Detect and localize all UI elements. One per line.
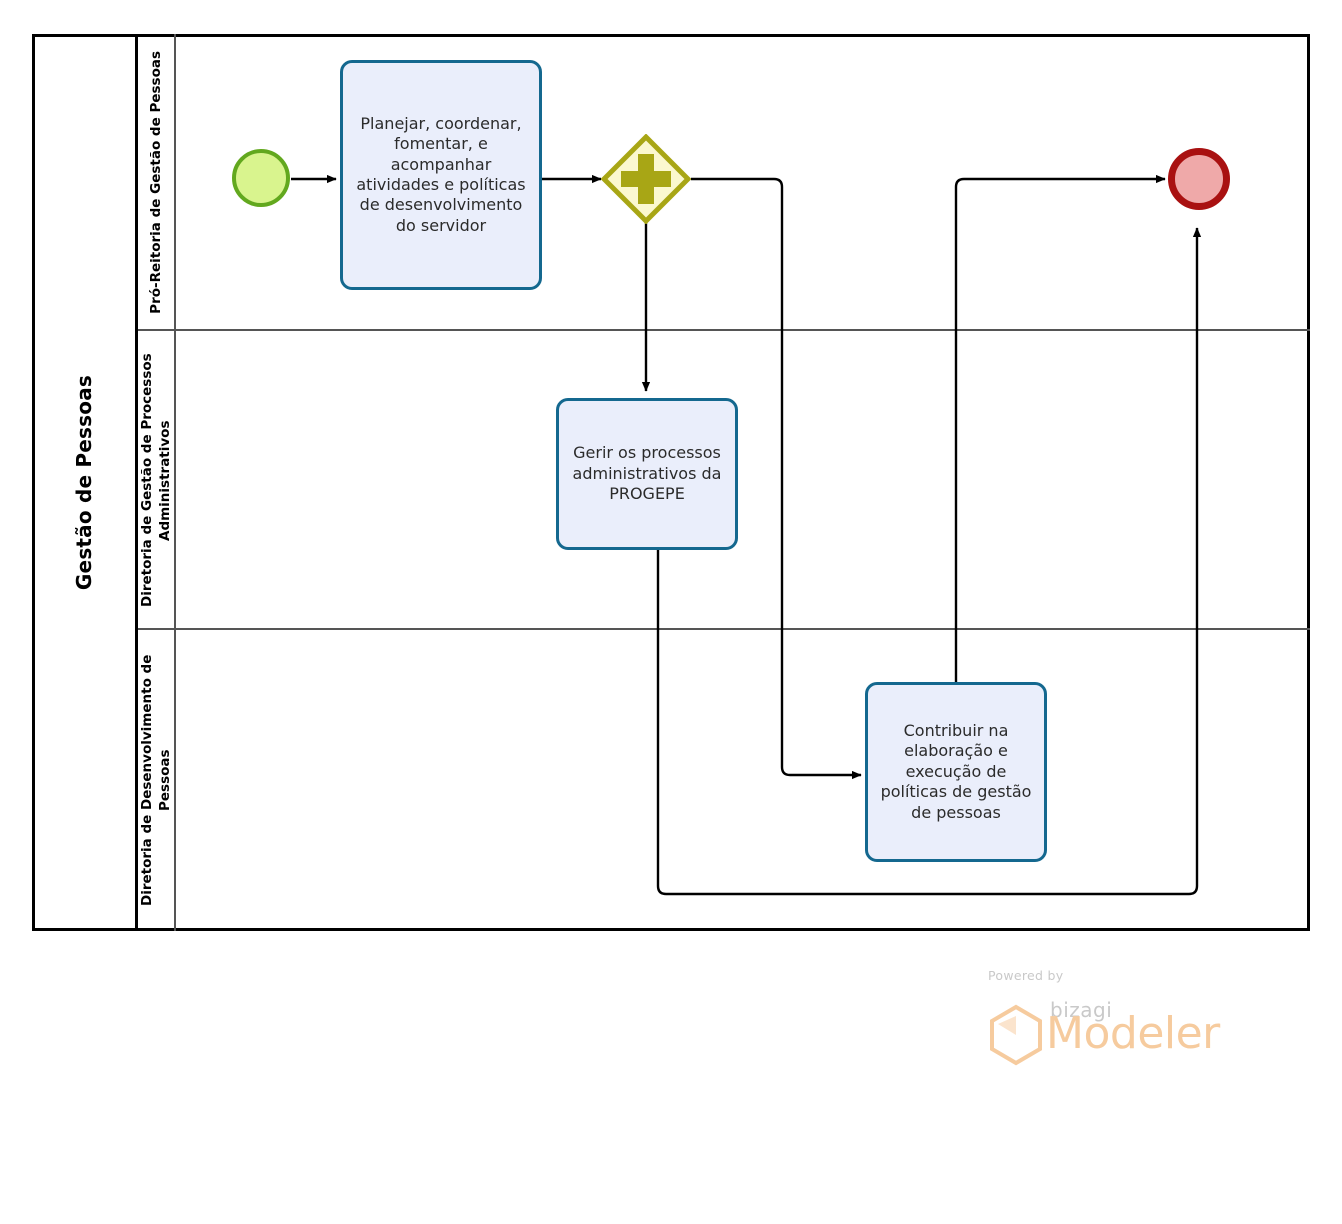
start-event[interactable] (232, 149, 290, 207)
plus-icon (621, 154, 671, 204)
task-planejar-coordenar-fomentar[interactable]: Planejar, coordenar, fomentar, e acompan… (340, 60, 542, 290)
task-1-label: Planejar, coordenar, fomentar, e acompan… (356, 113, 526, 235)
bizagi-watermark: Powered by bizagi Modeler (988, 968, 1248, 1068)
watermark-product-label: Modeler (1046, 1008, 1220, 1059)
lane-header-desenvolvimento: Diretoria de Desenvolvimento de Pessoas (138, 630, 176, 931)
pool-title: Gestão de Pessoas (32, 34, 138, 931)
task-2-label: Gerir os processos administrativos da PR… (572, 443, 722, 504)
flow-task2-to-end (656, 227, 1202, 896)
task-contribuir-elaboracao-execucao[interactable]: Contribuir na elaboração e execução de p… (865, 682, 1047, 862)
flow-gateway-to-task3 (691, 177, 862, 780)
task-gerir-processos-administrativos[interactable]: Gerir os processos administrativos da PR… (556, 398, 738, 550)
lane-header-gestao-processos: Diretoria de Gestão de Processos Adminis… (138, 331, 176, 630)
end-event[interactable] (1168, 148, 1230, 210)
flow-task3-to-end (954, 174, 1166, 689)
pool-gestao-de-pessoas (32, 34, 1310, 931)
task-3-label: Contribuir na elaboração e execução de p… (880, 720, 1032, 822)
watermark-powered-by-label: Powered by (988, 968, 1064, 983)
lane-body-pro-reitoria (138, 34, 1310, 331)
watermark-brand-label: bizagi (1050, 998, 1113, 1022)
bizagi-logo-icon (990, 1004, 1042, 1066)
parallel-gateway[interactable] (600, 133, 692, 225)
lane-body-gestao-processos (138, 331, 1310, 630)
parallel-gateway-shape (600, 133, 692, 225)
lane-header-pro-reitoria: Pró-Reitoria de Gestão de Pessoas (138, 34, 176, 331)
